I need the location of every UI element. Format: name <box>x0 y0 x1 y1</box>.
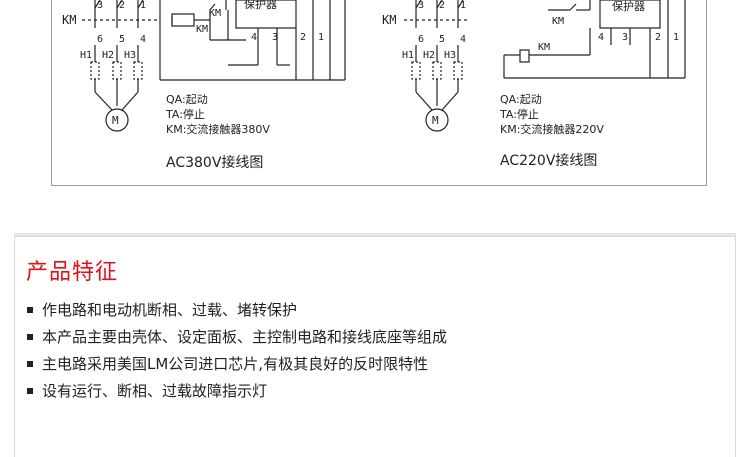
h-label-left-1: H1 <box>80 50 92 61</box>
terminal-top-right-1: 3 <box>418 0 424 11</box>
square-bullet-icon <box>27 334 33 340</box>
list-item: 作电路和电动机断相、过载、堵转保护 <box>26 300 447 327</box>
h-label-left-2: H2 <box>102 50 114 61</box>
caption-left: AC380V接线图 <box>166 154 263 171</box>
features-title: 产品特征 <box>26 260 119 285</box>
diagram-left-text: KM 3 2 1 6 5 4 H1 H2 H3 M KM KM 保护器 4 3 … <box>62 0 324 171</box>
list-item: 主电路采用美国LM公司进口芯片,有极其良好的反时限特性 <box>26 354 447 381</box>
panel-top-shadow <box>14 233 736 237</box>
features-panel <box>14 236 736 457</box>
coil-label-right: KM <box>538 42 550 53</box>
feature-text: 设有运行、断相、过载故障指示灯 <box>42 382 268 400</box>
square-bullet-icon <box>27 388 33 394</box>
terminal-top-right-2: 2 <box>439 0 445 11</box>
h-label-right-1: H1 <box>402 50 414 61</box>
h-label-left-3: H3 <box>124 50 136 61</box>
pin-right-1: 1 <box>673 32 679 43</box>
legend-right-qa: QA:起动 <box>500 93 542 106</box>
protector-label-right: 保护器 <box>612 0 645 13</box>
diagram-right-text: KM 3 2 1 6 5 4 H1 H2 H3 M KM KM 保护器 4 3 … <box>382 0 679 169</box>
terminal-mid-left-2: 5 <box>119 34 125 45</box>
terminal-top-left-3: 1 <box>140 0 146 11</box>
square-bullet-icon <box>27 361 33 367</box>
pin-right-4: 4 <box>598 32 604 43</box>
legend-left-qa: QA:起动 <box>166 93 208 106</box>
feature-text: 主电路采用美国LM公司进口芯片,有极其良好的反时限特性 <box>42 355 429 373</box>
protector-label-left: 保护器 <box>244 0 277 11</box>
features-list: 作电路和电动机断相、过载、堵转保护 本产品主要由壳体、设定面板、主控制电路和接线… <box>26 300 447 408</box>
legend-left-km: KM:交流接触器380V <box>166 122 270 136</box>
motor-label-right: M <box>432 114 439 127</box>
km-label-right: KM <box>382 13 396 27</box>
h-label-right-3: H3 <box>444 50 456 61</box>
pin-right-2: 2 <box>655 32 661 43</box>
terminal-top-left-1: 3 <box>97 0 103 11</box>
caption-right: AC220V接线图 <box>500 152 597 169</box>
diagram-left <box>82 0 346 132</box>
motor-label-left: M <box>112 114 119 127</box>
pin-left-4: 4 <box>251 32 257 43</box>
pin-left-2: 2 <box>300 32 306 43</box>
terminal-mid-left-1: 6 <box>97 34 103 45</box>
legend-right-ta: TA:停止 <box>499 107 539 121</box>
pin-left-1: 1 <box>318 32 324 43</box>
list-item: 设有运行、断相、过载故障指示灯 <box>26 381 447 408</box>
terminal-mid-right-2: 5 <box>439 34 445 45</box>
h-label-right-2: H2 <box>423 50 435 61</box>
feature-text: 本产品主要由壳体、设定面板、主控制电路和接线底座等组成 <box>42 328 448 346</box>
coil-label-left: KM <box>196 24 208 35</box>
list-item: 本产品主要由壳体、设定面板、主控制电路和接线底座等组成 <box>26 327 447 354</box>
pin-right-3: 3 <box>622 32 628 43</box>
terminal-top-right-3: 1 <box>460 0 466 11</box>
diagram-right <box>404 0 686 132</box>
pin-left-3: 3 <box>272 32 278 43</box>
square-bullet-icon <box>27 307 33 313</box>
terminal-top-left-2: 2 <box>119 0 125 11</box>
km-label-left: KM <box>62 13 76 27</box>
legend-left-ta: TA:停止 <box>165 107 205 121</box>
feature-text: 作电路和电动机断相、过载、堵转保护 <box>42 301 298 319</box>
terminal-mid-right-3: 4 <box>460 34 466 45</box>
contact-label-right: KM <box>552 16 564 27</box>
contact-label-left: KM <box>209 8 221 19</box>
terminal-mid-right-1: 6 <box>418 34 424 45</box>
terminal-mid-left-3: 4 <box>140 34 146 45</box>
legend-right-km: KM:交流接触器220V <box>500 122 604 136</box>
wiring-diagrams: KM 3 2 1 6 5 4 H1 H2 H3 M KM KM 保护器 4 3 … <box>62 0 686 171</box>
